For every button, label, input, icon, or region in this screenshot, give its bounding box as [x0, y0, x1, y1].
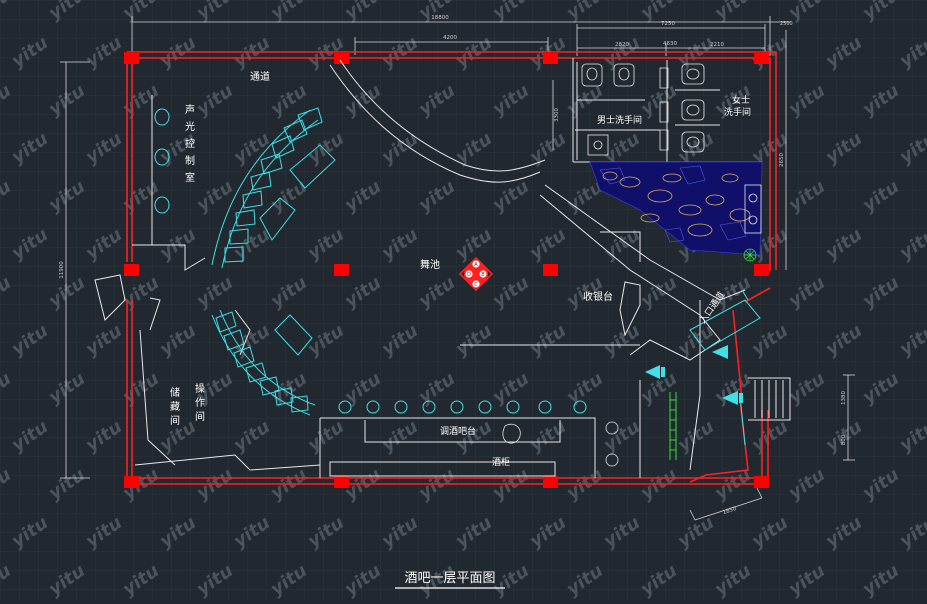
label-mens-restroom: 男士洗手间 [597, 114, 642, 126]
label-operation-room-char: 间 [195, 410, 205, 423]
structural-columns [124, 52, 769, 488]
label-storage-room-char: 藏 [170, 401, 180, 413]
dim-restroom-right: 2210 [710, 42, 724, 48]
dim-sub-left: 4200 [443, 35, 457, 41]
label-storage-room-char: 间 [170, 414, 180, 427]
label-cashier: 收银台 [583, 290, 613, 303]
direction-arrows [645, 345, 743, 405]
dim-right-short-b: 1380 [841, 391, 847, 405]
label-womens-restroom-line2: 洗手间 [724, 106, 751, 118]
dimension-lines [60, 16, 855, 521]
dim-overall-width: 18800 [431, 15, 449, 21]
stage-mark-d: D [467, 272, 471, 278]
label-womens-restroom-line1: 女士 [732, 94, 750, 106]
label-operation-room-char: 作 [195, 397, 205, 409]
dim-room-mid: 3300 [554, 108, 560, 122]
restroom-fixtures [581, 63, 762, 234]
label-av-control-room-char: 光 [185, 120, 195, 133]
drawing-title: 酒吧一层平面图 [404, 571, 495, 586]
stage-mark-b: B [481, 272, 485, 278]
label-av-control-room-char: 声 [185, 103, 195, 116]
dim-right-top: 4630 [663, 41, 677, 47]
stage-mark-a: A [474, 262, 478, 268]
label-operation-room: 操作间 [195, 382, 205, 423]
furniture-cyan [154, 107, 761, 446]
stage-mark-c: C [474, 282, 478, 288]
label-bar-counter: 调酒吧台 [440, 425, 476, 437]
label-storage-room: 储藏间 [170, 386, 180, 427]
dim-right-short-a: 2650 [779, 153, 785, 167]
dim-bottom-diag: 1850 [722, 506, 738, 516]
label-dance-pool: 舞池 [420, 258, 440, 271]
dim-right-short-c: 800 [841, 434, 847, 445]
dim-small-right: 2500 [780, 21, 793, 27]
womens-floor-mosaic [589, 161, 763, 262]
label-operation-room-char: 操 [195, 382, 205, 395]
dim-restroom-total: 7250 [661, 21, 675, 27]
dim-left-height: 11900 [59, 261, 65, 279]
label-av-control-room-char: 室 [185, 171, 195, 184]
label-av-control-room-char: 制 [185, 154, 195, 167]
bar-sink [502, 421, 619, 467]
label-storage-room-char: 储 [170, 386, 180, 399]
label-av-control-room-char: 控 [185, 137, 195, 150]
dim-restroom-left: 2820 [615, 42, 629, 48]
green-barrier [669, 392, 677, 460]
label-wine-cabinet: 酒柜 [492, 456, 510, 468]
label-corridor: 通道 [250, 70, 270, 83]
stage-marker: A D B C [458, 256, 494, 292]
dimension-text: 18800 4200 7250 4630 2820 2210 11900 265… [59, 15, 847, 516]
drawing-title-block: 酒吧一层平面图 [395, 571, 505, 589]
